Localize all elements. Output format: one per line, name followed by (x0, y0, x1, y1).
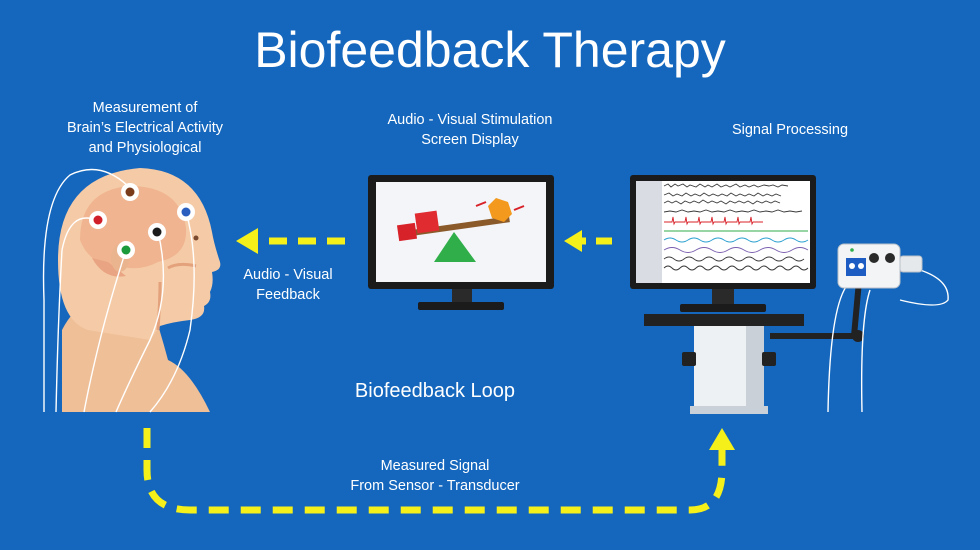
electrode-4 (177, 203, 195, 221)
airway (156, 262, 197, 331)
processing-monitor-neck (712, 289, 734, 305)
measurement-label-line-1: Measurement of (92, 100, 198, 116)
stimulation-monitor-base (418, 302, 504, 310)
stimulation-label-line-2: Screen Display (421, 132, 519, 148)
stimulation-monitor-neck (452, 289, 472, 303)
measurement-label: Measurement of Brain’s Electrical Activi… (25, 98, 265, 158)
seesaw-fulcrum (434, 232, 476, 262)
electrode-1 (121, 183, 139, 201)
brain-cerebellum (92, 258, 126, 277)
amplifier-connector (899, 255, 923, 273)
brain (80, 186, 187, 269)
feedback-label: Audio - Visual Feedback (228, 265, 348, 305)
measurement-label-line-3: and Physiological (88, 140, 202, 156)
device-cables (827, 269, 949, 413)
seesaw-game (396, 198, 525, 262)
diagram-title: Biofeedback Therapy (254, 22, 726, 78)
processing-monitor-base (680, 304, 766, 312)
head-illustration (58, 168, 221, 412)
desk-knob-left (682, 352, 696, 366)
desk-top (644, 314, 804, 326)
measured-signal-loop-arrow (143, 428, 726, 514)
measured-signal-label: Measured Signal From Sensor - Transducer (310, 456, 560, 496)
stimulation-monitor (368, 175, 554, 310)
amplifier-panel (846, 258, 866, 276)
biofeedback-loop-label: Biofeedback Loop (354, 380, 516, 402)
electrode-2 (89, 211, 107, 229)
arrow-head-left-2 (236, 228, 258, 254)
desk-pedestal-shade (746, 326, 764, 408)
signal-processing-label: Signal Processing (731, 122, 849, 138)
stimulation-label: Audio - Visual Stimulation Screen Displa… (340, 110, 600, 150)
eye (193, 235, 199, 241)
electrode-wires (42, 168, 195, 413)
measured-signal-label-line-1: Measured Signal (380, 458, 490, 474)
amplifier-dial-1 (869, 253, 879, 263)
amplifier-port-1 (849, 263, 855, 269)
seesaw-plank (398, 216, 510, 238)
feedback-label-line-1: Audio - Visual (243, 267, 333, 283)
electrode-3 (148, 223, 166, 241)
hexagon-tick-2 (513, 205, 525, 211)
amplifier-dial-2 (885, 253, 895, 263)
hexagon-tick-1 (475, 201, 487, 207)
orange-hexagon (488, 198, 512, 222)
signal-processing-station (630, 175, 949, 414)
red-block-1 (396, 222, 418, 242)
amplifier-led (850, 248, 854, 252)
feedback-arrows (143, 237, 726, 514)
channel-label-column (636, 181, 662, 283)
measurement-label-line-2: Brain’s Electrical Activity (66, 120, 224, 136)
stimulation-label-line-1: Audio - Visual Stimulation (387, 112, 553, 128)
arrow-head-left-1 (564, 230, 582, 252)
feedback-label-line-2: Feedback (256, 287, 320, 303)
red-block-2 (414, 210, 440, 234)
measured-signal-label-line-2: From Sensor - Transducer (350, 478, 520, 494)
signal-traces (663, 183, 809, 271)
arrow-head-up (709, 428, 735, 450)
desk-foot (690, 406, 768, 414)
electrodes (89, 183, 195, 259)
mount-arm-joint (852, 330, 864, 342)
electrode-5 (117, 241, 135, 259)
desk-knob-right (762, 352, 776, 366)
arrow-heads (236, 228, 735, 450)
amplifier-port-2 (858, 263, 864, 269)
